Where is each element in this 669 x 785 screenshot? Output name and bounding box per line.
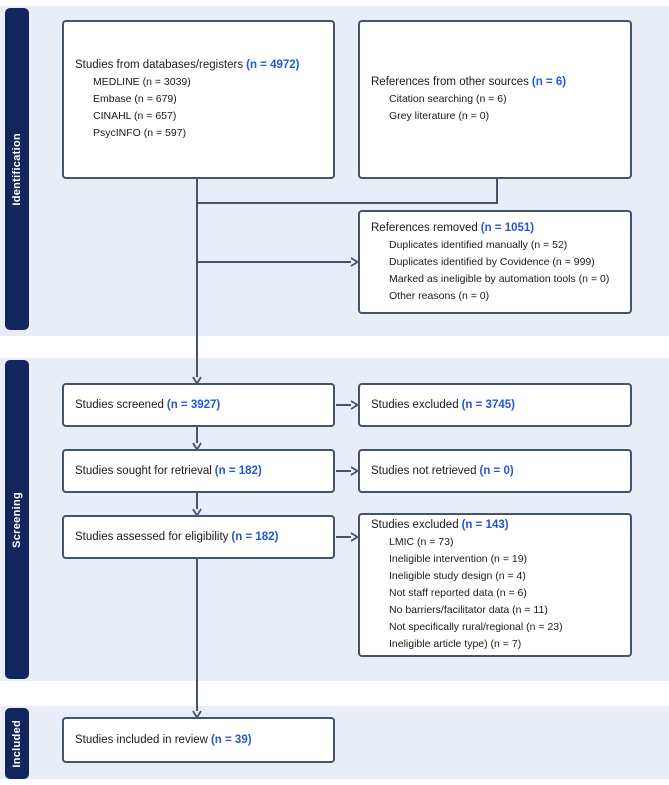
box-title-text: References from other sources [371,76,529,88]
stage-label-included: Included [5,708,29,779]
box-title: Studies excluded(n = 3745) [371,397,624,414]
box-title-text: Studies not retrieved [371,464,477,477]
list-item: Other reasons (n = 0) [389,289,490,302]
box-title-text: Studies excluded [371,519,459,531]
box-title-text: Studies excluded [371,398,459,411]
box-studies-screened: Studies screened(n = 3927) [62,383,335,427]
box-references-removed: References removed(n = 1051) Duplicates … [358,210,632,314]
box-count: (n = 143) [461,519,509,531]
list-item: Grey literature (n = 0) [389,110,490,122]
box-title-text: Studies included in review [75,733,208,746]
list-item: Not specifically rural/regional (n = 23) [389,621,563,633]
list-item: MEDLINE (n = 3039) [93,76,191,88]
list-item: Duplicates identified by Covidence (n = … [389,255,595,268]
box-title: Studies not retrieved(n = 0) [371,463,624,480]
list-item: Embase (n = 679) [93,93,177,105]
box-studies-excluded-screening: Studies excluded(n = 3745) [358,383,632,427]
box-title: References from other sources(n = 6) [371,74,624,91]
box-title: Studies included in review(n = 39) [75,732,327,749]
box-studies-sought: Studies sought for retrieval(n = 182) [62,449,335,493]
stage-label-identification: Identification [5,8,29,330]
box-title-text: References removed [371,221,478,234]
box-title-text: Studies assessed for eligibility [75,530,229,543]
box-studies-assessed: Studies assessed for eligibility(n = 182… [62,515,335,559]
list-item: LMIC (n = 73) [389,536,454,548]
box-count: (n = 1051) [480,221,535,234]
box-title: Studies excluded(n = 143) [371,517,624,534]
box-studies-excluded-eligibility: Studies excluded(n = 143) LMIC (n = 73) … [358,513,632,657]
box-studies-included: Studies included in review(n = 39) [62,717,335,763]
list-item: CINAHL (n = 657) [93,110,177,122]
box-count: (n = 3927) [166,398,221,411]
box-title: Studies screened(n = 3927) [75,397,327,414]
box-count: (n = 3745) [461,398,515,411]
list-item: Ineligible intervention (n = 19) [389,553,528,565]
box-title: Studies assessed for eligibility(n = 182… [75,529,327,546]
box-other-sources: References from other sources(n = 6) Cit… [358,20,632,179]
list-item: No barriers/facilitator data (n = 11) [389,604,548,616]
box-count: (n = 4972) [246,59,300,71]
box-count: (n = 182) [214,464,262,477]
merge-connector [196,178,498,204]
box-count: (n = 6) [531,76,567,88]
box-title-text: Studies screened [75,398,164,411]
list-item: Marked as ineligible by automation tools… [389,272,610,285]
list-item: Not staff reported data (n = 6) [389,587,527,599]
box-count: (n = 0) [479,464,514,477]
list-item: Ineligible study design (n = 4) [389,570,526,582]
box-title-text: Studies sought for retrieval [75,464,212,477]
box-title-text: Studies from databases/registers [75,59,244,71]
box-studies-not-retrieved: Studies not retrieved(n = 0) [358,449,632,493]
list-item: Citation searching (n = 6) [389,93,507,105]
stage-label-screening: Screening [5,360,29,679]
box-title: Studies sought for retrieval(n = 182) [75,463,327,480]
box-title: References removed(n = 1051) [371,220,624,237]
list-item: Ineligible article type) (n = 7) [389,638,522,650]
box-count: (n = 39) [210,733,252,746]
box-databases-registers: Studies from databases/registers(n = 497… [62,20,335,179]
box-title: Studies from databases/registers(n = 497… [75,57,327,74]
list-item: Duplicates identified manually (n = 52) [389,238,568,251]
list-item: PsycINFO (n = 597) [93,127,187,139]
box-count: (n = 182) [231,530,279,543]
